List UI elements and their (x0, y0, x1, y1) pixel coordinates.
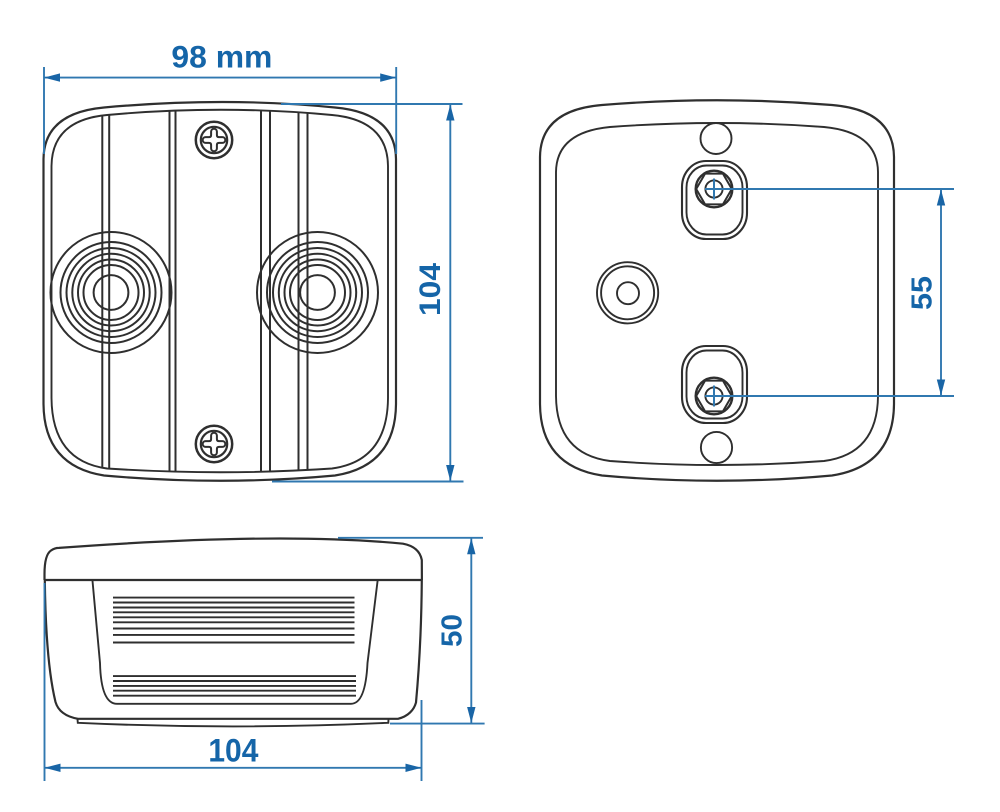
svg-text:104: 104 (414, 263, 447, 316)
svg-text:50: 50 (437, 614, 469, 647)
svg-text:98 mm: 98 mm (171, 38, 272, 74)
svg-text:104: 104 (208, 732, 258, 768)
svg-text:55: 55 (907, 276, 939, 310)
